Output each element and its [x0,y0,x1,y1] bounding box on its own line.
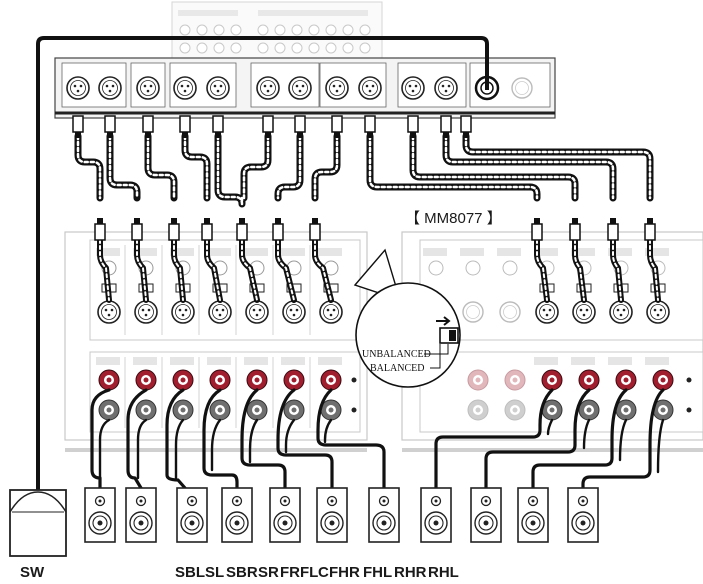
speaker-labels: SW SBL SL SBR SR FR FL C FHR FHL RHR RHL [20,564,459,581]
label-sl: SL [205,564,224,581]
label-fr: FR [280,564,300,581]
label-c: C [318,564,329,581]
model-label: 【 MM8077 】 [405,210,502,227]
label-fhr: FHR [329,564,360,581]
balance-switch-callout: UNBALANCED BALANCED [353,248,461,388]
label-sbr: SBR [226,564,258,581]
callout-unbalanced-label: UNBALANCED [362,349,431,360]
amp-left-speaker-terminals [98,369,357,421]
callout-balanced-label: BALANCED [370,363,424,374]
speaker-wires [90,388,665,490]
label-rhl: RHL [428,564,459,581]
preamp-rear-panel [54,1,556,119]
label-rhr: RHR [394,564,427,581]
preamp-faded-jacks [178,10,371,54]
subwoofer [9,489,67,557]
label-fhl: FHL [363,564,392,581]
amp-left-channel-labels [96,248,342,365]
label-sw: SW [20,564,45,581]
label-sbl: SBL [175,564,205,581]
amp-right-channel-labels [423,248,669,365]
speaker-row [84,487,599,543]
xlr-cables [74,132,661,303]
label-fl: FL [300,564,318,581]
preamp-xlr-outputs [61,62,551,108]
subwoofer-cable [36,36,489,490]
amp-right-speaker-terminals [467,369,692,421]
label-sr: SR [258,564,279,581]
